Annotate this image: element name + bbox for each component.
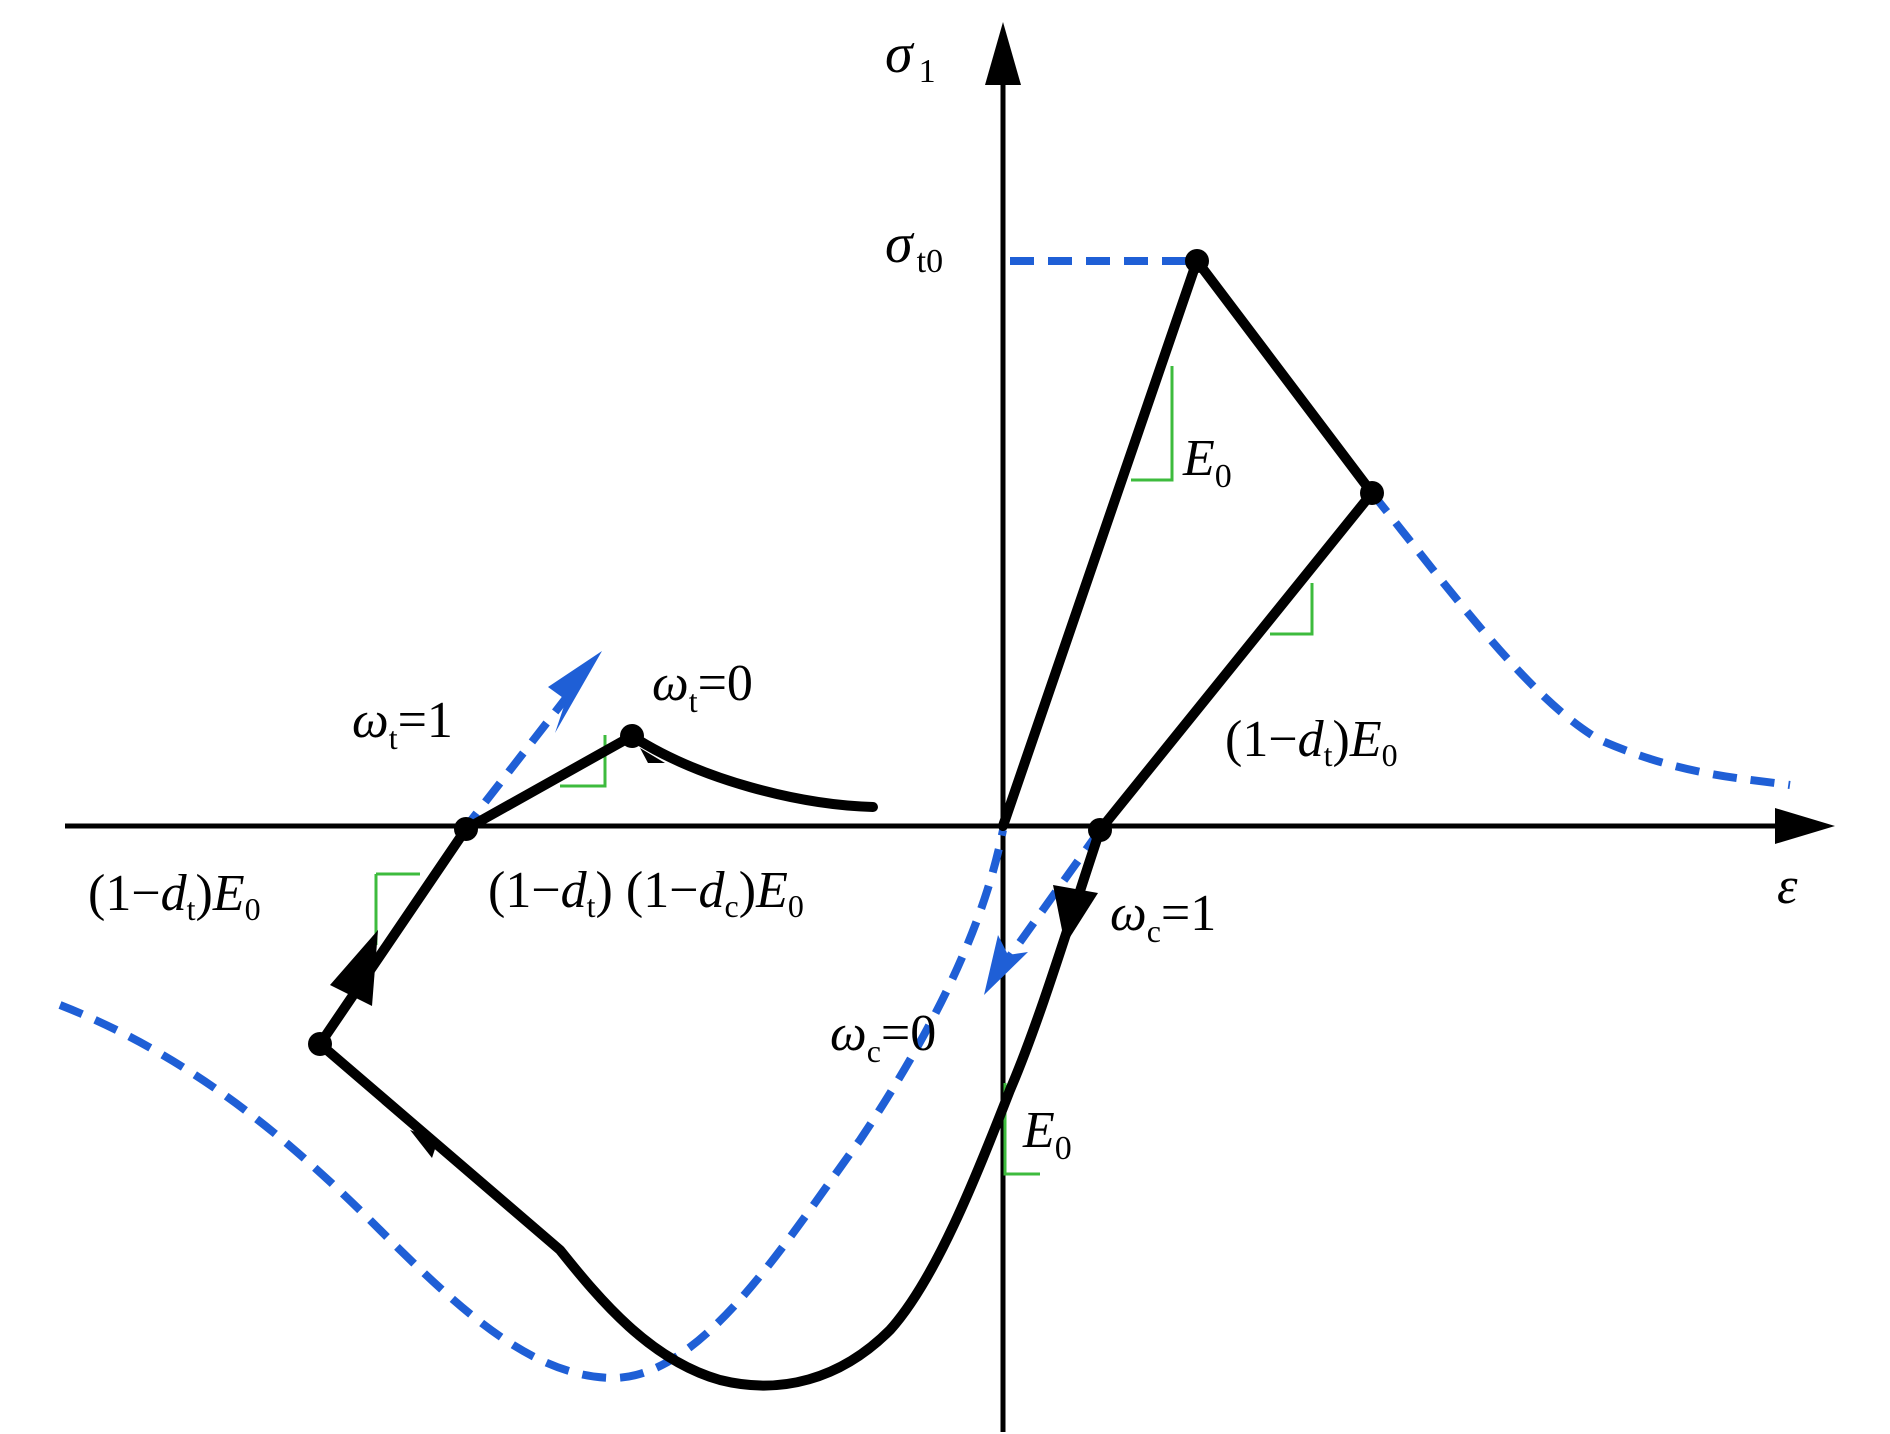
omega-c-dashed-arrowhead bbox=[984, 935, 1028, 995]
omega-c-0-label: ωc=0 bbox=[830, 1005, 936, 1069]
x-axis-arrowhead bbox=[1775, 808, 1835, 844]
y-axis-arrowhead bbox=[985, 22, 1021, 85]
path-arrow-recovery-right bbox=[640, 748, 665, 763]
path-arrow-reload-up bbox=[330, 930, 378, 1006]
e0-lower-label: E0 bbox=[1022, 1102, 1072, 1167]
slope-marker-unload-right bbox=[1270, 583, 1314, 636]
unload-right-stiffness-label: (1−dt)E0 bbox=[1225, 711, 1398, 773]
tension-stiffness-recovery-path bbox=[627, 731, 878, 812]
omega-c-1-label: ωc=1 bbox=[1110, 885, 1216, 949]
reload-left-stiffness-label: (1−dt)E0 bbox=[88, 865, 261, 927]
omega-t-dashed-arrow bbox=[458, 677, 584, 835]
e0-upper-label: E0 bbox=[1182, 430, 1232, 495]
elastic-loading-path bbox=[998, 256, 1377, 835]
combined-stiffness-label: (1−dt) (1−dc)E0 bbox=[488, 862, 804, 924]
tension-softening-envelope bbox=[1368, 490, 1791, 789]
tension-crossing-point bbox=[454, 817, 478, 841]
tension-reload-peak-point bbox=[620, 724, 644, 748]
omega-c-dashed-arrow bbox=[996, 827, 1104, 973]
compression-unloading-path bbox=[315, 825, 1105, 1391]
x-axis-label: ε bbox=[1777, 858, 1798, 915]
compression-envelope bbox=[58, 829, 1007, 1383]
path-arrow-compression-left bbox=[410, 1130, 438, 1158]
slope-marker-e0-upper bbox=[1131, 366, 1174, 482]
compression-reversal-point bbox=[308, 1032, 332, 1056]
omega-t-dashed-arrowhead bbox=[548, 651, 602, 733]
unload-point bbox=[1360, 481, 1384, 505]
omega-t-1-label: ωt=1 bbox=[352, 692, 453, 756]
residual-strain-point bbox=[1088, 818, 1112, 842]
peak-point bbox=[1185, 249, 1209, 273]
path-arrow-unload-down bbox=[1053, 885, 1098, 945]
omega-t-0-label: ωt=0 bbox=[652, 655, 753, 719]
